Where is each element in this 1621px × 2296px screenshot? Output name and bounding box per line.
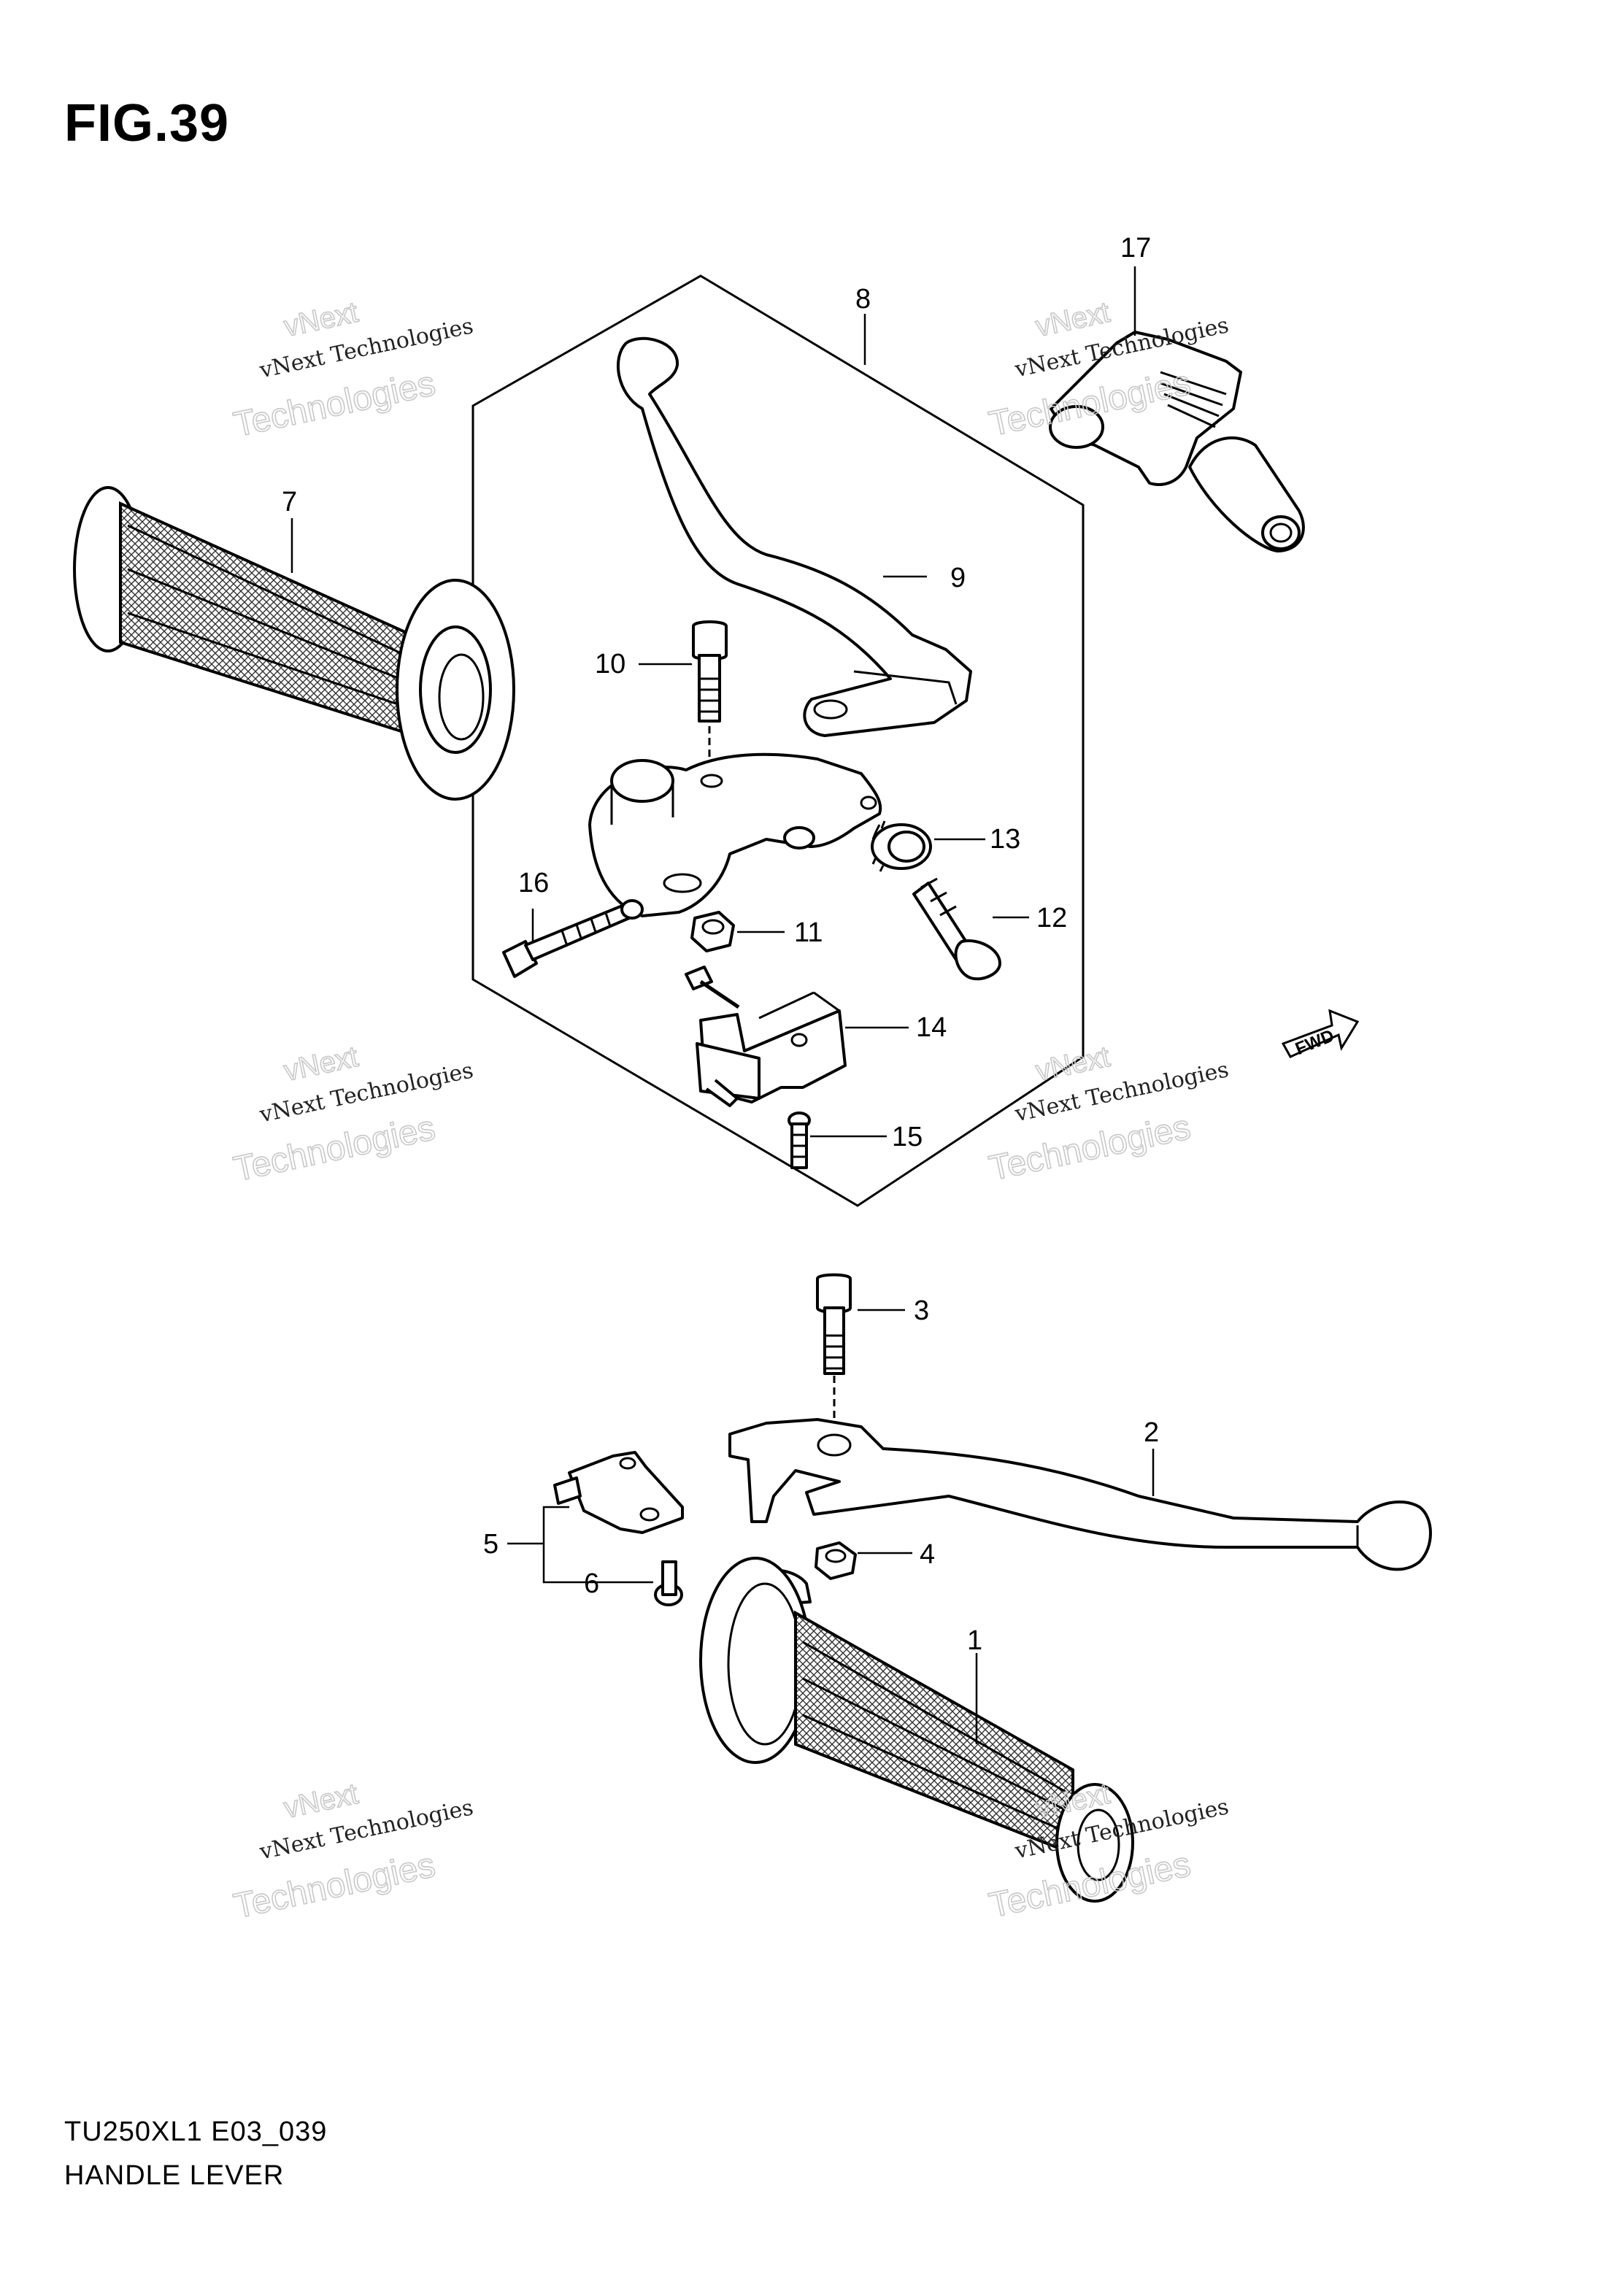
callout-9: 9 bbox=[950, 563, 966, 593]
callout-5: 5 bbox=[483, 1529, 498, 1560]
callout-8: 8 bbox=[855, 284, 871, 315]
part-14-clutch-switch bbox=[685, 966, 847, 1107]
part-3-pivot-bolt bbox=[816, 1273, 852, 1427]
callout-1: 1 bbox=[967, 1625, 982, 1656]
part-15-switch-screw bbox=[788, 1112, 811, 1169]
svg-text:vNext: vNext bbox=[1033, 1041, 1112, 1087]
callout-3: 3 bbox=[914, 1295, 929, 1326]
callout-6: 6 bbox=[584, 1568, 599, 1599]
part-4-nut bbox=[815, 1541, 857, 1580]
svg-text:vNext: vNext bbox=[281, 1041, 361, 1087]
callout-13: 13 bbox=[990, 824, 1020, 855]
watermark-top-left: vNext vNext Technologies Technologies bbox=[230, 296, 476, 445]
watermark-mid-right: vNext vNext Technologies Technologies bbox=[985, 1040, 1231, 1189]
part-6-switch-screw bbox=[654, 1560, 683, 1606]
part-16-holder-screw bbox=[502, 899, 644, 978]
part-17-throttle-grip bbox=[1049, 331, 1305, 552]
part-12-adjuster-bolt bbox=[912, 877, 1001, 981]
callout-12: 12 bbox=[1036, 903, 1067, 933]
part-5-brake-switch bbox=[553, 1451, 684, 1534]
callout-2: 2 bbox=[1144, 1417, 1159, 1448]
callout-labels: 1 2 3 4 5 6 7 8 9 10 11 12 13 14 15 16 1… bbox=[282, 233, 1159, 1656]
callout-15: 15 bbox=[892, 1122, 923, 1152]
callout-14: 14 bbox=[916, 1012, 947, 1043]
lever-holder-bracket bbox=[588, 752, 882, 917]
figure-title: FIG.39 bbox=[64, 94, 230, 153]
leader-lines bbox=[290, 266, 1155, 1744]
fwd-arrow-icon: FWD bbox=[1281, 1009, 1360, 1059]
callout-11: 11 bbox=[794, 917, 823, 948]
section-name: HANDLE LEVER bbox=[64, 2160, 285, 2191]
callout-10: 10 bbox=[595, 649, 625, 679]
callout-7: 7 bbox=[282, 487, 297, 517]
part-13-adjuster-wheel bbox=[871, 820, 932, 872]
callout-16: 16 bbox=[518, 868, 549, 898]
assembly-boundary bbox=[471, 274, 1085, 1207]
part-1-right-grip bbox=[699, 1557, 1134, 1903]
part-7-left-grip bbox=[73, 486, 515, 801]
svg-text:vNext: vNext bbox=[281, 296, 361, 343]
model-code: TU250XL1 E03_039 bbox=[64, 2116, 328, 2147]
callout-17: 17 bbox=[1120, 233, 1151, 263]
svg-text:vNext: vNext bbox=[281, 1778, 361, 1825]
watermark-bottom-left: vNext vNext Technologies Technologies bbox=[230, 1777, 476, 1927]
part-2-brake-lever bbox=[728, 1418, 1432, 1571]
part-11-nut bbox=[690, 911, 735, 952]
svg-text:vNext: vNext bbox=[1033, 296, 1112, 343]
part-9-clutch-lever bbox=[616, 336, 972, 737]
callout-4: 4 bbox=[920, 1539, 935, 1570]
watermark-mid-left: vNext vNext Technologies Technologies bbox=[230, 1040, 476, 1190]
